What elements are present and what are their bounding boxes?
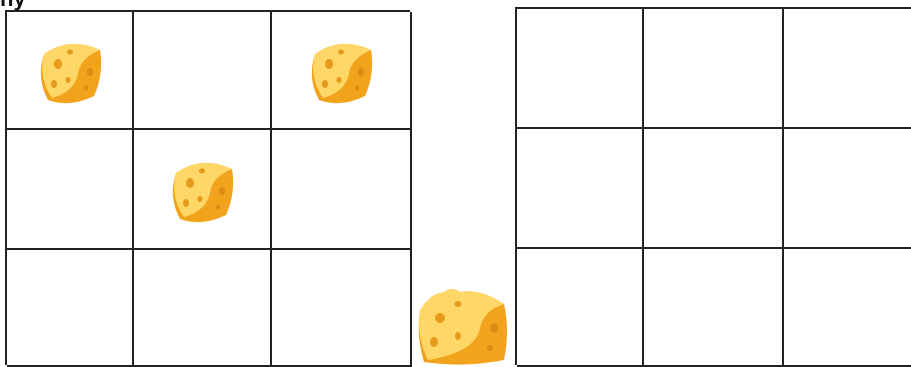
left-grid-cell-5[interactable] <box>134 130 272 250</box>
right-grid-cell-2[interactable] <box>644 9 784 129</box>
right-grid-cell-1[interactable] <box>517 9 644 129</box>
left-grid-cell-4[interactable] <box>7 130 134 250</box>
left-grid <box>5 10 410 365</box>
right-grid-cell-9[interactable] <box>784 249 911 367</box>
left-grid-cell-3[interactable] <box>272 12 412 130</box>
left-grid-cell-1[interactable] <box>7 12 134 130</box>
loose-cheese-piece[interactable] <box>414 280 512 366</box>
right-grid-cell-4[interactable] <box>517 129 644 249</box>
right-grid-cell-7[interactable] <box>517 249 644 367</box>
right-grid-cell-6[interactable] <box>784 129 911 249</box>
cheese-icon[interactable] <box>301 30 381 110</box>
right-grid <box>515 7 911 365</box>
cheese-icon[interactable] <box>30 30 110 110</box>
right-grid-cell-5[interactable] <box>644 129 784 249</box>
right-grid-cell-8[interactable] <box>644 249 784 367</box>
left-grid-cell-9[interactable] <box>272 250 412 367</box>
right-grid-cell-3[interactable] <box>784 9 911 129</box>
left-grid-cell-2[interactable] <box>134 12 272 130</box>
left-grid-cell-8[interactable] <box>134 250 272 367</box>
left-grid-cell-7[interactable] <box>7 250 134 367</box>
cheese-icon[interactable] <box>162 149 242 229</box>
cheese-icon[interactable] <box>414 280 512 366</box>
left-grid-cell-6[interactable] <box>272 130 412 250</box>
